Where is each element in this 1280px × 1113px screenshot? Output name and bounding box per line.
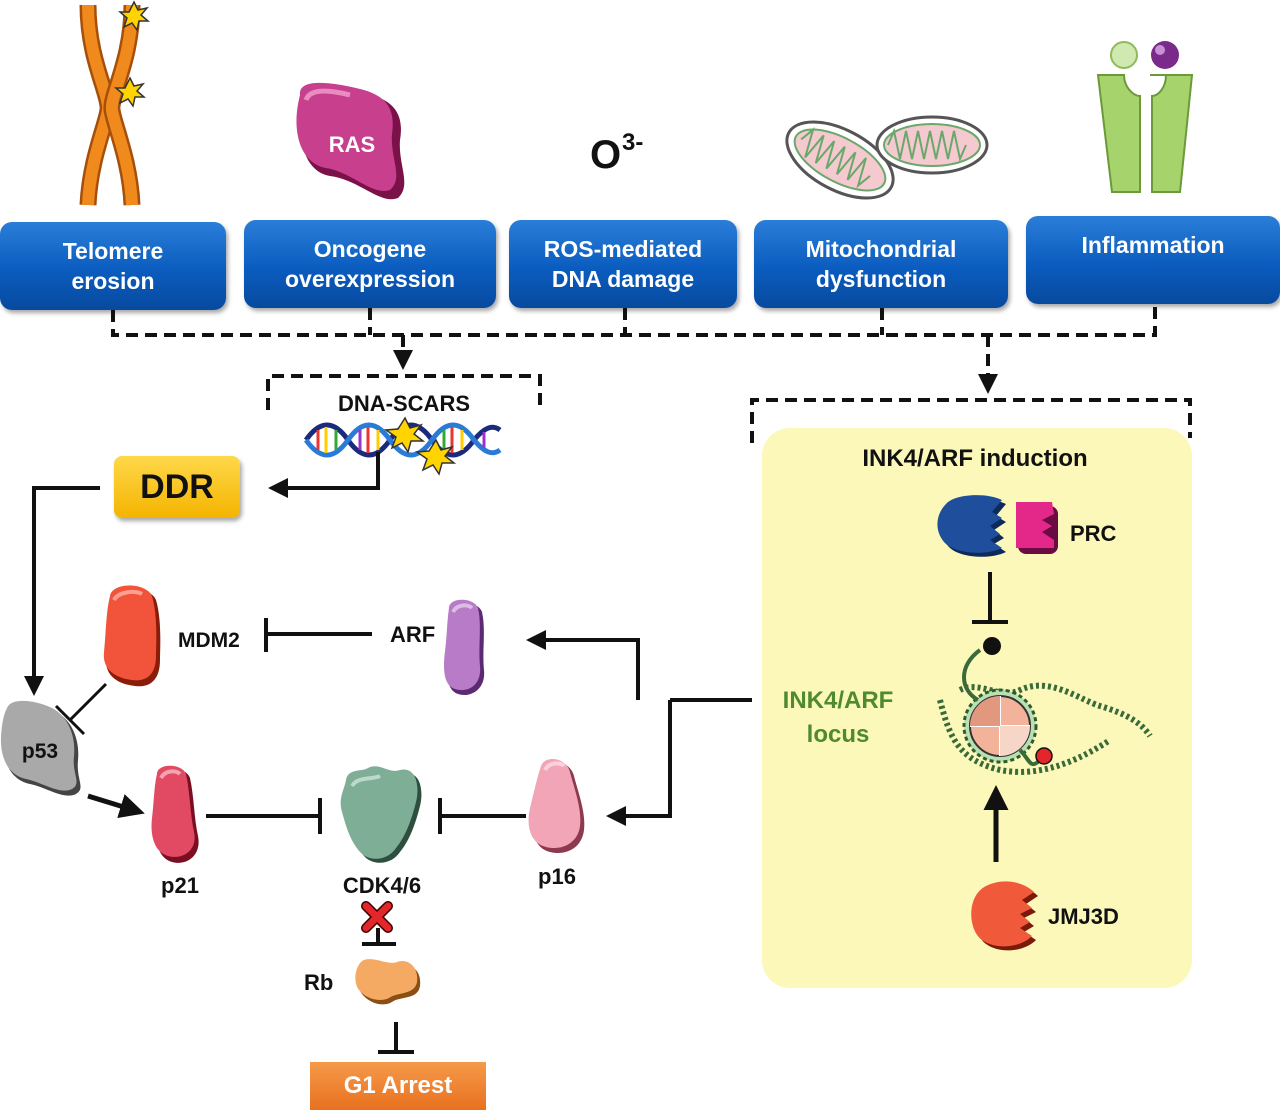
arrow-dna-scars-to-ddr (268, 452, 380, 498)
mitochondrial-dysfunction-box: Mitochondrial dysfunction (754, 220, 1008, 308)
arf-label: ARF (390, 622, 435, 647)
mdm2-inhibits-p53-line (68, 682, 108, 722)
mdm2-label: MDM2 (178, 629, 240, 652)
p53-protein-icon: p53 (0, 700, 81, 796)
p21-protein-icon (151, 765, 199, 863)
arrow-locus-to-p16 (606, 700, 672, 826)
locus-label-line2: locus (807, 721, 870, 748)
dashed-connectors (111, 304, 1192, 443)
receptor-icon (1096, 41, 1194, 193)
dna-helix-icon (303, 416, 502, 476)
telomere-erosion-box: Telomere erosion (0, 222, 226, 310)
mdm2-protein-icon (103, 585, 161, 687)
nucleosome-icon (937, 637, 1153, 775)
chromosome-icon (79, 0, 151, 206)
arf-protein-icon (444, 599, 485, 695)
mdm2-inhibits-p53-bar (54, 704, 86, 736)
oncogene-overexpression-box: Oncogene overexpression (244, 220, 496, 308)
ras-label: RAS (329, 132, 375, 157)
ros-superscript: 3- (622, 129, 643, 156)
arrow-ddr-to-p53 (24, 486, 100, 696)
ros-symbol: O (590, 133, 621, 177)
ras-protein-icon: RAS (296, 82, 405, 200)
arrow-locus-to-arf (526, 630, 640, 700)
p16-protein-icon (528, 759, 585, 854)
ink4-arf-title: INK4/ARF induction (862, 445, 1087, 472)
prc-complex-icon (937, 495, 1058, 557)
blocked-x-icon (361, 901, 393, 933)
p21-label: p21 (161, 873, 199, 898)
p16-label: p16 (538, 864, 576, 889)
ddr-box: DDR (114, 456, 240, 518)
ros-dna-damage-box: ROS-mediated DNA damage (509, 220, 737, 308)
dna-scars-label: DNA-SCARS (338, 391, 470, 416)
locus-label-line1: INK4/ARF (783, 687, 894, 714)
p53-label: p53 (22, 740, 58, 763)
cdk46-protein-icon (340, 766, 422, 863)
mitochondria-icon (785, 115, 989, 200)
jmj3d-label: JMJ3D (1048, 904, 1119, 929)
g1-arrest-box: G1 Arrest (310, 1062, 486, 1110)
prc-label: PRC (1070, 521, 1117, 546)
arrow-p53-to-p21 (87, 793, 145, 819)
rb-protein-icon (355, 959, 421, 1005)
cdk46-label: CDK4/6 (343, 873, 421, 898)
rb-label: Rb (304, 970, 333, 995)
jmj3d-protein-icon (971, 881, 1038, 951)
inflammation-box: Inflammation (1026, 216, 1280, 304)
